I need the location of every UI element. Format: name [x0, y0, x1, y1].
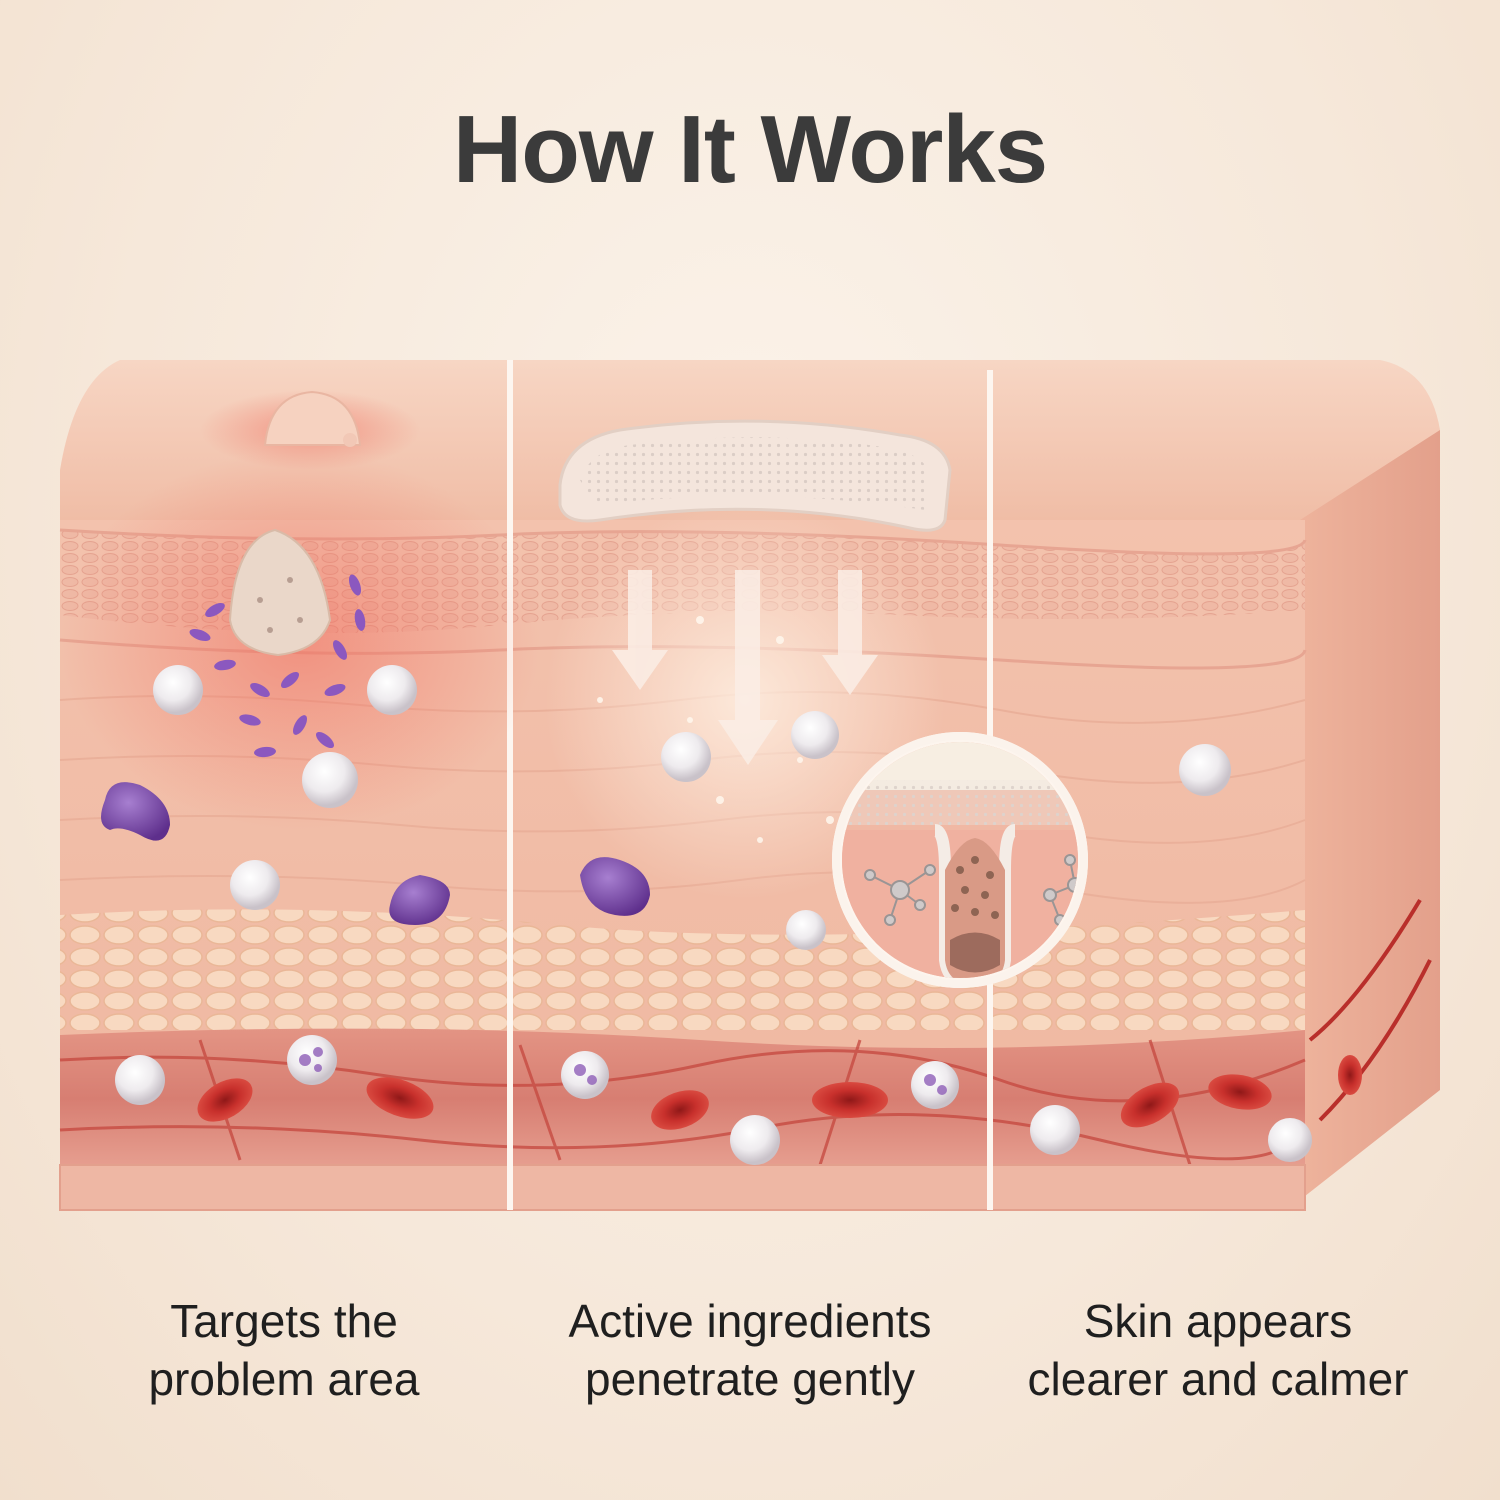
caption-step-2-line-2: penetrate gently — [585, 1353, 915, 1405]
pore-icon — [933, 824, 1017, 978]
caption-step-3: Skin appears clearer and calmer — [978, 1292, 1458, 1408]
skin-side-face — [1300, 430, 1440, 1200]
immune-cells-panel-1 — [101, 782, 450, 925]
pimple-icon — [263, 390, 362, 446]
magnifier-icon — [832, 732, 1088, 988]
caption-step-3-line-1: Skin appears — [1083, 1295, 1353, 1347]
white-blood-cell-panel-3 — [1179, 744, 1231, 796]
caption-step-1-line-2: problem area — [148, 1353, 420, 1405]
caption-step-2: Active ingredients penetrate gently — [510, 1292, 990, 1408]
page-title: How It Works — [452, 96, 1048, 203]
hypodermis-base — [59, 1164, 1306, 1211]
white-blood-cells-panel-1 — [153, 665, 417, 910]
caption-step-1: Targets the problem area — [44, 1292, 524, 1408]
arrow-down-icon — [612, 570, 878, 765]
immune-cell-panel-2 — [580, 857, 650, 916]
white-blood-cells-panel-2 — [661, 711, 839, 950]
red-blood-cells — [197, 1055, 1362, 1130]
pus-sac — [228, 528, 332, 657]
caption-step-2-line-1: Active ingredients — [568, 1295, 932, 1347]
blood-white-cells — [115, 1035, 1312, 1165]
bacteria-icon — [189, 574, 366, 758]
caption-step-1-line-1: Targets the — [170, 1295, 398, 1347]
caption-step-3-line-2: clearer and calmer — [1027, 1353, 1409, 1405]
